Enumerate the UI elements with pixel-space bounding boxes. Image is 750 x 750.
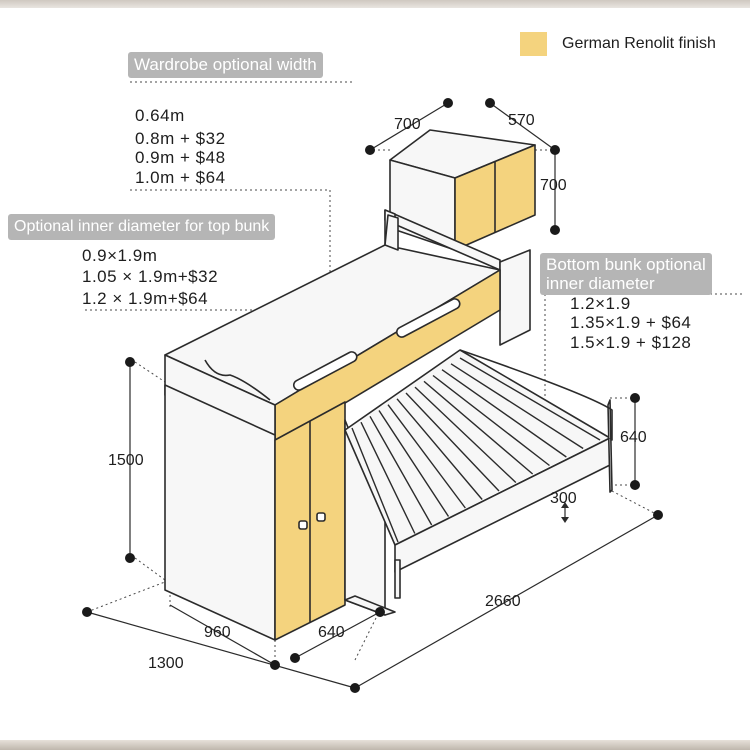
bottom-bunk-title-line2: inner diameter — [546, 274, 655, 293]
guide-height-top — [134, 361, 166, 383]
wardrobe-option-3: 0.9m + $48 — [135, 148, 226, 167]
bed-slat — [396, 398, 483, 500]
bed-slat — [405, 392, 500, 492]
guardrail-slot-2 — [395, 298, 461, 338]
guide-length-right — [609, 489, 659, 516]
top-bunk — [164, 214, 501, 446]
arrow-300-down — [561, 517, 569, 523]
bed-slat — [459, 357, 601, 441]
finish-swatch — [520, 32, 547, 56]
top-frame-strip — [0, 0, 750, 8]
bed-slat — [378, 410, 450, 517]
dim-bed-height: 1500 — [108, 452, 144, 469]
dim-under-clearance: 300 — [550, 490, 577, 507]
dim-cabinet-depth: 570 — [508, 112, 535, 129]
bed-slat — [441, 369, 567, 458]
wardrobe-handle-left — [298, 520, 308, 530]
bed-slat — [351, 427, 399, 543]
top-bunk-option-2: 1.05 × 1.9m+$32 — [82, 267, 219, 286]
dim-cabinet-width: 700 — [394, 116, 421, 133]
guide-height-bottom — [134, 557, 166, 581]
bottom-bunk-option-2: 1.35×1.9 + $64 — [570, 313, 692, 332]
bed-slat — [432, 374, 550, 467]
wardrobe-width-title: Wardrobe optional width — [128, 52, 323, 78]
bottom-bunk-headboard — [459, 349, 613, 441]
bottom-bunk-option-3: 1.5×1.9 + $128 — [570, 333, 692, 352]
bottom-bunk-option-1: 1.2×1.9 — [570, 294, 631, 313]
bed-slat — [423, 380, 534, 475]
bottom-frame-strip — [0, 740, 750, 750]
bottom-bunk-title: Bottom bunk optional inner diameter — [540, 253, 712, 295]
bed-slat — [360, 421, 416, 534]
wardrobe-option-2: 0.8m + $32 — [135, 129, 226, 148]
bottom-bunk-slats — [351, 357, 601, 543]
guide-width-left — [86, 579, 171, 613]
arrow-300-up — [561, 502, 569, 508]
dim-stair-width: 640 — [318, 624, 345, 641]
wardrobe — [164, 384, 346, 641]
bed-slat — [414, 386, 517, 484]
bottom-bunk — [344, 349, 613, 599]
dim-length: 2660 — [485, 593, 521, 610]
wardrobe-option-4: 1.0m + $64 — [135, 168, 226, 187]
clearance-arrows — [561, 502, 569, 523]
dim-line-1300 — [86, 611, 356, 689]
bed-slat — [387, 404, 466, 509]
rear-post — [499, 249, 531, 346]
dim-line-570 — [489, 102, 556, 151]
wardrobe-handle-right — [316, 512, 326, 522]
dim-line-960 — [169, 604, 276, 666]
top-bunk-option-1: 0.9×1.9m — [82, 246, 158, 265]
top-cabinet — [389, 129, 536, 251]
bed-slat — [450, 363, 584, 450]
top-bunk-end-curve — [204, 359, 271, 401]
dim-bottom-headboard: 640 — [620, 429, 647, 446]
guardrail-slot-1 — [292, 351, 358, 391]
dim-total-width: 1300 — [148, 655, 184, 672]
dim-wardrobe-depth: 960 — [204, 624, 231, 641]
dim-cabinet-height: 700 — [540, 177, 567, 194]
bottom-bunk-title-line1: Bottom bunk optional — [546, 255, 706, 274]
bottom-bunk-foot-post — [607, 399, 613, 493]
dim-line-2660 — [354, 514, 659, 689]
bed-slat — [369, 415, 433, 526]
top-bunk-title: Optional inner diameter for top bunk — [8, 214, 276, 240]
dimension-dots — [82, 98, 663, 693]
dim-line-640-stair — [294, 611, 381, 659]
dim-line-700-top — [369, 102, 449, 151]
top-bunk-headrail — [384, 214, 399, 251]
top-bunk-option-3: 1.2 × 1.9m+$64 — [82, 289, 209, 308]
finish-legend-label: German Renolit finish — [562, 35, 716, 52]
bottom-bunk-leg — [394, 559, 401, 599]
wardrobe-option-1: 0.64m — [135, 106, 185, 125]
